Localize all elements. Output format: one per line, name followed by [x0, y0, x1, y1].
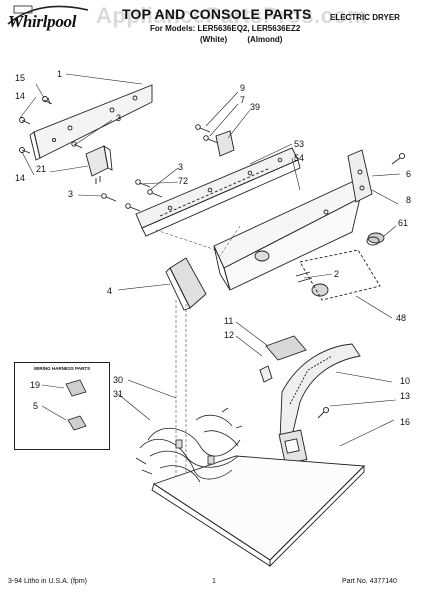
part-end-cap	[165, 257, 207, 311]
callout-39: 39	[250, 102, 261, 112]
callout-4: 4	[107, 286, 113, 296]
callout-6: 6	[406, 169, 412, 179]
alignment-lines	[155, 225, 241, 496]
callout-8: 8	[406, 195, 412, 205]
part-panel-insert	[259, 335, 307, 383]
callout-14: 14	[15, 173, 26, 183]
footer-litho: 3-94 Litho in U.S.A. (fpm)	[8, 578, 87, 585]
product-type: ELECTRIC DRYER	[330, 13, 400, 22]
callout-53: 53	[294, 139, 305, 149]
brand-swoosh-icon	[7, 5, 89, 25]
callout-48: 48	[396, 313, 407, 323]
callout-9: 9	[240, 83, 246, 93]
callout-2: 2	[334, 269, 340, 279]
callout-13: 13	[400, 391, 411, 401]
callout-54: 54	[294, 153, 305, 163]
callout-3: 3	[178, 162, 184, 172]
part-switch	[85, 145, 113, 184]
legend-title: WIRING HARNESS PARTS	[33, 366, 91, 371]
callout-15: 15	[15, 73, 26, 83]
callout-11: 11	[224, 316, 234, 326]
part-console-rear	[135, 147, 301, 237]
callout-3: 3	[116, 113, 122, 123]
page-header: Whirlpool AppliancePartsPros.com TOP AND…	[0, 0, 432, 48]
model-numbers: For Models: LER5636EQ2, LER5636EZ2	[150, 24, 301, 33]
wiring-harness-legend: WIRING HARNESS PARTS	[14, 362, 110, 450]
callout-30: 30	[113, 375, 124, 385]
part-knob-assembly	[295, 249, 381, 301]
brand-logo: Whirlpool	[8, 12, 77, 31]
footer-page-number: 1	[212, 578, 216, 585]
page-title: TOP AND CONSOLE PARTS	[122, 6, 312, 22]
part-rear-bracket	[29, 84, 153, 161]
callout-19: 19	[30, 380, 41, 390]
part-side-bracket	[347, 149, 406, 203]
part-knob	[366, 232, 385, 246]
leader-lines	[19, 73, 401, 447]
callout-5: 5	[33, 401, 39, 411]
callout-16: 16	[400, 417, 411, 427]
part-lint-housing	[278, 343, 361, 465]
callout-72: 72	[178, 176, 189, 186]
callout-7: 7	[240, 95, 246, 105]
callout-3: 3	[68, 189, 74, 199]
callout-14: 14	[15, 91, 26, 101]
model-colors: (White) (Almond)	[200, 35, 283, 44]
legend-parts-artwork	[41, 379, 87, 431]
callout-10: 10	[400, 376, 411, 386]
callout-31: 31	[113, 389, 124, 399]
callout-61: 61	[398, 218, 409, 228]
part-console-panel	[213, 179, 361, 291]
watermark: AppliancePartsPros.com	[96, 3, 368, 28]
callout-1: 1	[57, 69, 63, 79]
callout-12: 12	[224, 330, 235, 340]
part-screw-13	[317, 406, 330, 419]
part-screws-left	[19, 96, 83, 154]
footer-part-number: Part No. 4377140	[342, 578, 397, 585]
part-screws-center	[101, 179, 163, 212]
part-top-panel	[151, 455, 366, 568]
part-wiring-harness	[135, 407, 243, 483]
part-timer	[195, 124, 235, 157]
callout-21: 21	[36, 164, 47, 174]
